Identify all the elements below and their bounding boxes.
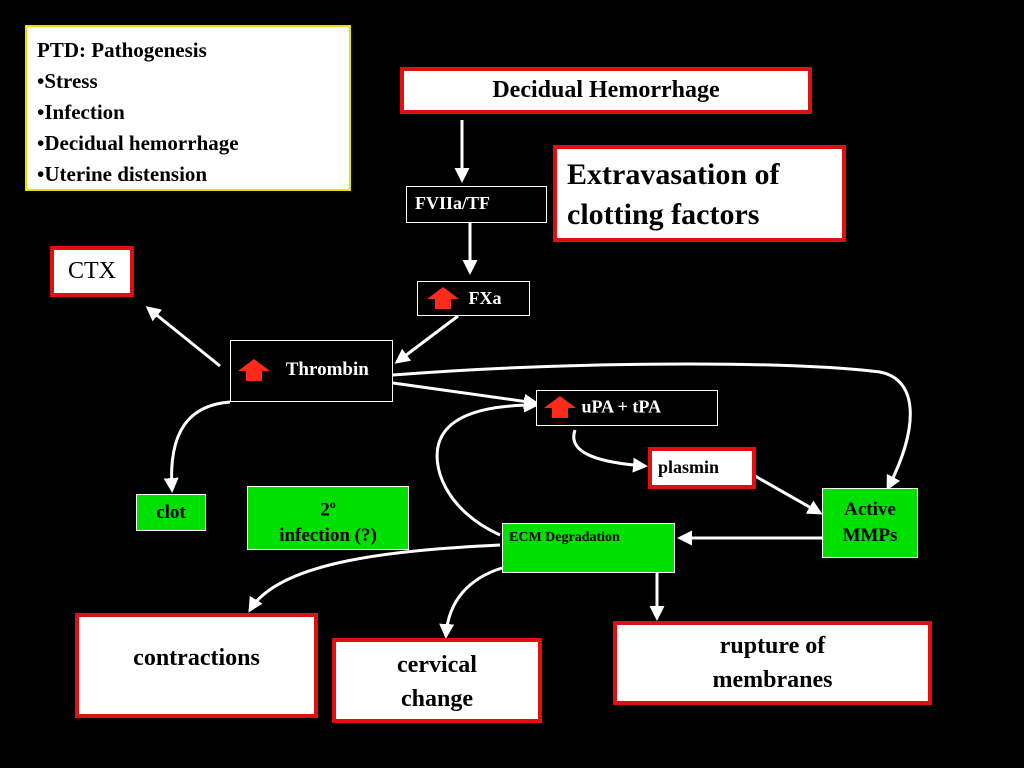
upa-tpa-label: uPA + tPA	[581, 396, 662, 417]
active-mmps-line2: MMPs	[842, 525, 898, 546]
active-mmps-line1: Active	[844, 499, 896, 520]
increase-arrow-icon	[238, 359, 270, 381]
ptd-item-infection: •Infection	[37, 100, 125, 124]
arrow-upa-to-plasmin	[572, 429, 648, 473]
plasmin-label: plasmin	[658, 457, 720, 477]
node-extravasation: Extravasation of clotting factors	[553, 145, 846, 242]
cervical-change-line2: change	[401, 686, 473, 712]
node-fviia-tf: FVIIa/TF	[406, 186, 547, 223]
node-contractions: contractions	[75, 613, 318, 718]
arrow-thrombin-to-mmps	[392, 362, 912, 491]
node-cervical-change: cervical change	[332, 638, 542, 723]
increase-arrow-icon	[544, 396, 576, 418]
node-decidual-hemorrhage: Decidual Hemorrhage	[400, 67, 812, 114]
secondary-infection-superscript: o	[329, 497, 336, 511]
arrow-plasmin-to-mmps	[754, 474, 823, 515]
arrow-fxa-to-thrombin	[394, 314, 459, 364]
node-fxa: FXa	[417, 281, 530, 316]
node-active-mmps: Active MMPs	[822, 488, 918, 558]
cervical-change-line1: cervical	[397, 652, 477, 678]
ctx-label: CTX	[68, 258, 116, 284]
node-clot: clot	[136, 494, 206, 531]
increase-arrow-icon	[427, 287, 459, 309]
node-secondary-infection: 2o infection (?)	[247, 486, 409, 550]
ptd-pathogenesis-box: PTD: Pathogenesis •Stress •Infection •De…	[25, 25, 351, 191]
node-thrombin: Thrombin	[230, 340, 393, 402]
extravasation-line2: clotting factors	[567, 198, 760, 231]
ptd-item-decidual-hemorrhage: •Decidual hemorrhage	[37, 131, 239, 155]
ecm-degradation-label: ECM Degradation	[509, 530, 620, 545]
node-plasmin: plasmin	[648, 447, 756, 489]
arrow-thrombin-to-upa	[392, 381, 539, 409]
node-rupture-of-membranes: rupture of membranes	[613, 621, 932, 705]
clot-label: clot	[156, 501, 186, 523]
ptd-item-uterine-distension: •Uterine distension	[37, 162, 208, 186]
arrow-thrombin-to-clot	[163, 400, 231, 493]
fviia-tf-label: FVIIa/TF	[415, 193, 491, 213]
thrombin-label: Thrombin	[285, 359, 369, 380]
node-ctx: CTX	[50, 246, 134, 297]
rupture-line2: membranes	[712, 667, 833, 693]
secondary-infection-label: infection (?)	[279, 525, 377, 547]
contractions-label: contractions	[133, 645, 260, 671]
ptd-item-stress: •Stress	[37, 69, 98, 93]
arrow-thrombin-to-ctx	[145, 306, 221, 368]
ptd-title: PTD: Pathogenesis	[37, 38, 207, 62]
node-upa-tpa: uPA + tPA	[536, 390, 718, 426]
fxa-label: FXa	[468, 287, 502, 308]
arrow-ecm-to-upa	[435, 397, 539, 537]
extravasation-line1: Extravasation of	[567, 158, 780, 191]
node-ecm-degradation: ECM Degradation	[502, 523, 675, 573]
arrow-ecm-to-contractions	[248, 543, 501, 613]
decidual-hemorrhage-label: Decidual Hemorrhage	[492, 77, 720, 103]
arrow-ecm-to-cervical	[439, 566, 503, 639]
rupture-line1: rupture of	[719, 633, 826, 659]
secondary-infection-number: 2	[320, 499, 330, 521]
